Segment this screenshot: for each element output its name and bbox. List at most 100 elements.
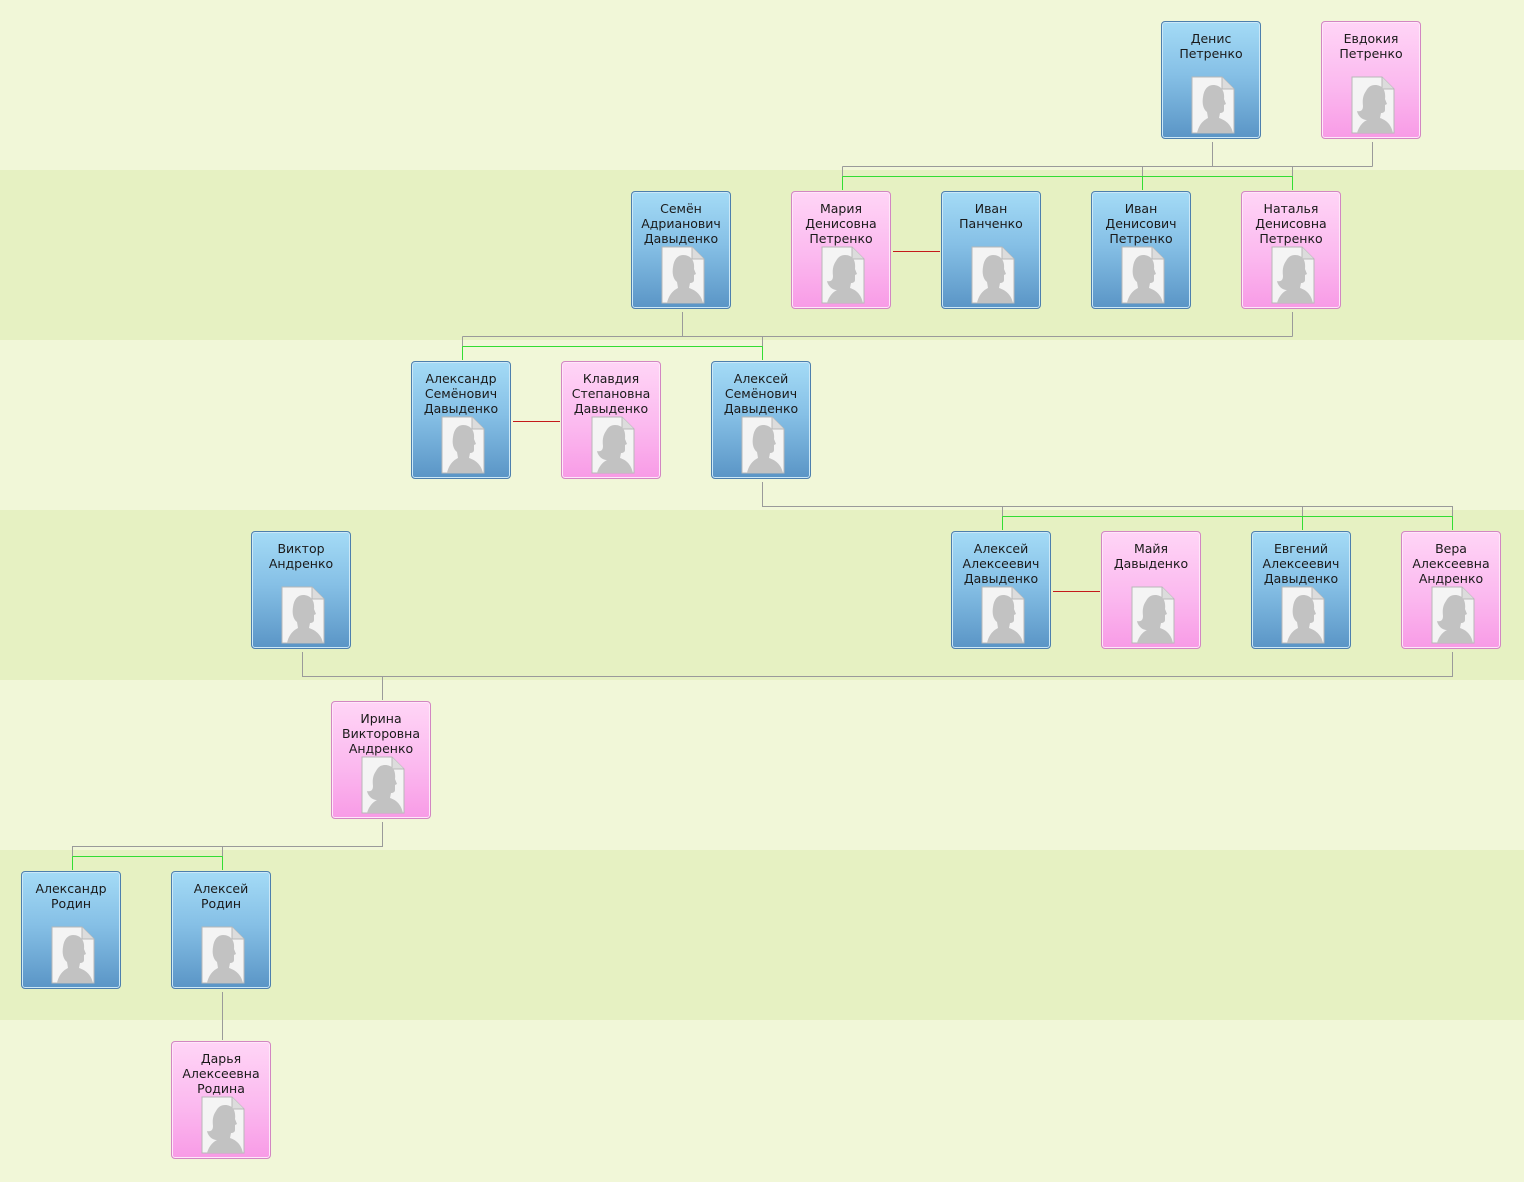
male-silhouette-icon (1191, 76, 1235, 134)
person-name-line: Наталья (1263, 201, 1319, 216)
sibling-link (1002, 516, 1453, 530)
female-silhouette-icon (591, 416, 635, 474)
person-name-line: Степановна (571, 386, 651, 401)
person-name-line: Иван (1124, 201, 1158, 216)
male-silhouette-icon (201, 926, 245, 984)
person-name-line: Денис (1190, 31, 1232, 46)
person-name-line: Алексеевна (182, 1066, 260, 1081)
person-name-line: Петренко (809, 231, 873, 246)
sibling-link (842, 176, 1293, 190)
parent-link (302, 652, 1453, 700)
person-name-line: Петренко (1339, 46, 1403, 61)
person-name-line: Семён (660, 201, 702, 216)
person-name-line: Давыденко (1263, 571, 1339, 586)
person-name-line: Давыденко (643, 231, 719, 246)
generation-band-1 (0, 0, 1524, 170)
person-name-line: Денисович (1105, 216, 1177, 231)
person-name-line: Алексеевна (1412, 556, 1490, 571)
female-silhouette-icon (1131, 586, 1175, 644)
female-silhouette-icon (1271, 246, 1315, 304)
person-name-line: Алексеевич (962, 556, 1040, 571)
person-name-line: Панченко (959, 216, 1023, 231)
male-silhouette-icon (741, 416, 785, 474)
male-silhouette-icon (661, 246, 705, 304)
person-name-line: Алексей (973, 541, 1029, 556)
person-name-line: Алексей (193, 881, 249, 896)
person-name-line: Иван (974, 201, 1008, 216)
parent-link (762, 482, 1453, 530)
person-name-line: Андренко (1418, 571, 1484, 586)
person-name-line: Андренко (268, 556, 334, 571)
person-name-line: Давыденко (723, 401, 799, 416)
person-name-line: Родина (197, 1081, 245, 1096)
generation-band-5 (0, 680, 1524, 850)
person-name-line: Вера (1435, 541, 1467, 556)
person-name-line: Денисовна (805, 216, 877, 231)
person-name-line: Давыденко (963, 571, 1039, 586)
person-name-line: Евгений (1274, 541, 1328, 556)
sibling-link (72, 856, 223, 870)
person-name-line: Майя (1133, 541, 1169, 556)
person-name-line: Семёнович (424, 386, 498, 401)
female-silhouette-icon (201, 1096, 245, 1154)
female-silhouette-icon (361, 756, 405, 814)
person-name-line: Виктор (277, 541, 325, 556)
person-name-line: Давыденко (573, 401, 649, 416)
person-name-line: Андренко (348, 741, 414, 756)
male-silhouette-icon (281, 586, 325, 644)
person-name-line: Денисовна (1255, 216, 1327, 231)
person-name-line: Клавдия (582, 371, 640, 386)
person-name-line: Александр (35, 881, 107, 896)
person-name-line: Евдокия (1343, 31, 1399, 46)
male-silhouette-icon (51, 926, 95, 984)
male-silhouette-icon (441, 416, 485, 474)
parent-link (72, 822, 383, 870)
female-silhouette-icon (1431, 586, 1475, 644)
person-name-line: Дарья (200, 1051, 242, 1066)
parent-link (462, 312, 1293, 360)
sibling-link (462, 346, 763, 360)
person-name-line: Петренко (1109, 231, 1173, 246)
person-name-line: Семёнович (724, 386, 798, 401)
person-name-line: Мария (819, 201, 863, 216)
person-name-line: Давыденко (423, 401, 499, 416)
person-name-line: Петренко (1179, 46, 1243, 61)
male-silhouette-icon (971, 246, 1015, 304)
male-silhouette-icon (1281, 586, 1325, 644)
person-name-line: Викторовна (342, 726, 420, 741)
female-silhouette-icon (821, 246, 865, 304)
